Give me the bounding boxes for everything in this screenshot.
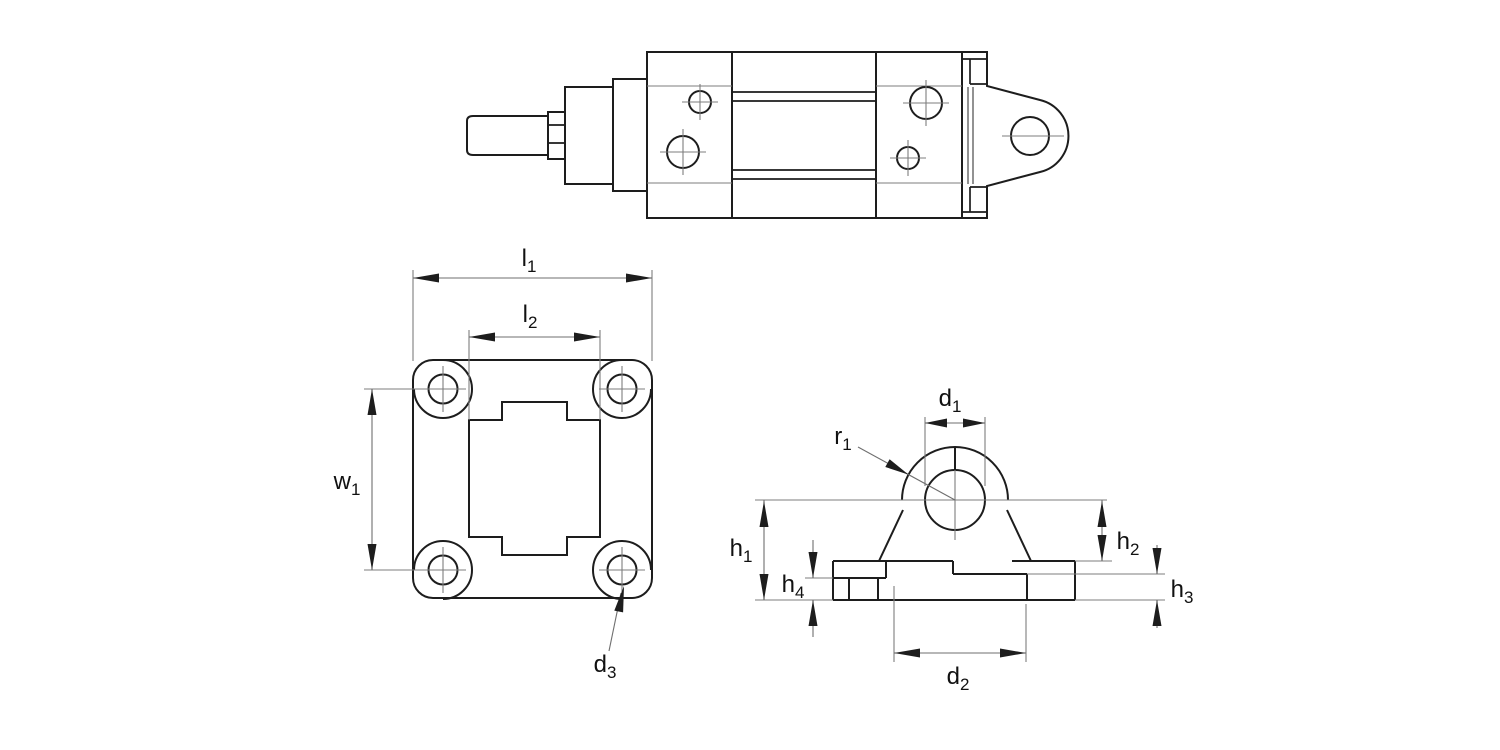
l1-arrow-left <box>413 273 439 283</box>
foot-bracket-view: d1 r1 h1 h4 h2 <box>730 385 1194 694</box>
cylinder-body-outline <box>646 51 963 219</box>
dimension-d3: d3 <box>594 586 624 682</box>
rear-eye-bracket <box>962 51 1070 219</box>
lug-dome <box>901 446 1009 501</box>
h2-arrow-top <box>1097 501 1107 527</box>
h2-label: h2 <box>1117 528 1140 559</box>
bearing-cap <box>564 86 614 185</box>
w1-extension-lines <box>364 388 466 571</box>
l2-extension-lines <box>468 330 601 420</box>
l2-label: l2 <box>523 301 538 332</box>
mounting-plate-edges <box>967 87 974 184</box>
h3-label: h3 <box>1171 576 1194 607</box>
l2-arrow-left <box>469 332 495 342</box>
w1-arrow-bottom <box>367 544 377 570</box>
dimension-l2: l2 <box>468 301 601 420</box>
bolt-hole-crosshairs <box>442 366 645 593</box>
d1-extension-lines <box>924 417 986 486</box>
dimension-h1: h1 <box>730 500 833 601</box>
l1-label: l1 <box>522 245 537 276</box>
d2-arrow-right <box>1000 648 1026 658</box>
corner-fillet-arcs <box>413 359 652 600</box>
h2-arrow-bottom <box>1097 535 1107 561</box>
dimension-l1: l1 <box>412 245 653 361</box>
flange-plate <box>412 359 653 599</box>
dimension-h3: h3 <box>1027 545 1193 628</box>
d1-arrow-right <box>963 418 985 428</box>
d1-arrow-left <box>925 418 947 428</box>
d2-arrow-left <box>894 648 920 658</box>
cap-step-lines <box>647 85 962 184</box>
port-hole-crosshairs <box>660 80 949 176</box>
l2-arrow-right <box>574 332 600 342</box>
d3-arrow <box>614 586 624 613</box>
rod-nut-flats <box>548 124 565 144</box>
center-cutout <box>468 401 601 556</box>
h3-extension-lines <box>1027 573 1165 601</box>
r1-label: r1 <box>834 423 851 454</box>
lug-flanks <box>878 509 1032 562</box>
d2-label: d2 <box>947 663 970 694</box>
h1-arrow-top <box>759 501 769 527</box>
front-collar <box>612 78 648 192</box>
r1-arrow <box>885 459 909 475</box>
flange-front-view: l1 l2 w1 d3 <box>333 245 653 682</box>
d2-extension-lines <box>893 586 1027 662</box>
dimension-r1: r1 <box>834 423 956 501</box>
end-cap-faces <box>731 52 877 218</box>
d3-label: d3 <box>594 651 617 682</box>
rod-nut <box>547 111 566 160</box>
dimension-w1: w1 <box>333 388 466 571</box>
dimension-d1: d1 <box>924 385 986 486</box>
h3-arrow-up <box>1152 600 1162 626</box>
dimension-d2: d2 <box>893 586 1027 694</box>
tie-rod-lines <box>732 91 876 180</box>
h4-label: h4 <box>782 571 805 602</box>
h4-arrow-down <box>808 552 818 578</box>
foot-base <box>832 560 1076 601</box>
l1-arrow-right <box>626 273 652 283</box>
h1-label: h1 <box>730 535 753 566</box>
dimension-h4: h4 <box>782 540 833 637</box>
cylinder-side-view <box>466 51 1070 219</box>
dimension-h2: h2 <box>1075 500 1140 562</box>
h4-arrow-up <box>808 600 818 626</box>
l1-extension-lines <box>412 270 653 361</box>
piston-rod <box>466 115 549 156</box>
w1-arrow-top <box>367 389 377 415</box>
h1-arrow-bottom <box>759 574 769 600</box>
d1-label: d1 <box>939 385 962 416</box>
mounting-plate-notches <box>962 58 987 213</box>
w1-label: w1 <box>333 468 361 499</box>
h3-arrow-down <box>1152 548 1162 574</box>
